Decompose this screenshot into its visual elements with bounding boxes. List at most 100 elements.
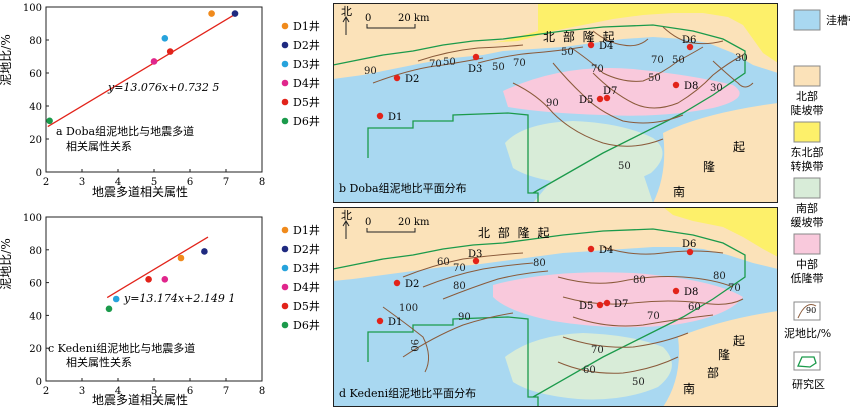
well-marker: [672, 287, 680, 295]
well-label: D5: [579, 301, 593, 312]
well-label: D4: [599, 245, 613, 256]
well-label: D7: [603, 86, 617, 97]
well-marker: [603, 299, 611, 307]
well-label: D8: [684, 81, 698, 92]
x-axis-label: 地震多道相关属性: [92, 185, 188, 199]
north-slope-zone: [333, 207, 778, 281]
contour-label: 100: [399, 303, 418, 314]
data-point: [177, 254, 185, 262]
well-label: D6: [682, 35, 696, 46]
y-tick-label: 20: [29, 135, 42, 146]
map-panel-b: 90 70 50 50 70 50 70 50 30 70 50 30 90 5…: [332, 3, 778, 203]
legend-label: 洼槽带: [826, 13, 850, 27]
contour-label: 70: [513, 58, 526, 69]
contour-label: 70: [728, 283, 741, 294]
contour-legend-swatch: [793, 301, 821, 321]
scale-bar: [366, 228, 416, 233]
contour-label: 60: [437, 257, 450, 268]
north-uplift: [333, 3, 538, 69]
contour-lines: [382, 246, 744, 374]
data-point: [161, 276, 169, 283]
x-tick-label: 5: [151, 386, 157, 397]
legend-label: D4井: [293, 76, 320, 90]
contour-legend-line: [797, 304, 817, 319]
contour-label: 80: [633, 275, 646, 286]
legend-swatch: [793, 121, 821, 143]
south-slope-zone: [505, 333, 672, 400]
well-label: D4: [599, 41, 613, 52]
south-uplift-char: 隆: [718, 347, 730, 362]
well-marker: [672, 81, 680, 89]
y-tick-label: 80: [29, 36, 42, 47]
legend-label: 中部: [796, 257, 818, 271]
contour-label: 70: [591, 64, 604, 75]
legend-label: D6井: [293, 114, 320, 128]
data-point: [105, 305, 113, 313]
legend-label: D5井: [293, 95, 320, 109]
equation-label: y=13.076x+0.732 5: [107, 81, 219, 94]
y-tick-label: 100: [23, 213, 42, 224]
well-marker: [686, 248, 694, 256]
x-tick-label: 4: [115, 177, 121, 188]
map-frame: [333, 207, 778, 407]
legend-label: 缓坡带: [791, 216, 824, 229]
well-marker: [472, 53, 480, 61]
y-tick-label: 0: [36, 168, 42, 179]
panel-label-line2: 相关属性关系: [66, 355, 132, 369]
legend-label: 北部: [796, 89, 818, 103]
contour-label: 60: [688, 302, 701, 313]
ne-transition-zone: [663, 207, 778, 257]
data-point: [161, 35, 169, 42]
legend-label: D1井: [293, 19, 320, 33]
legend-label: 南部: [796, 201, 818, 215]
map-frame: [333, 3, 778, 203]
contour-label: 50: [632, 377, 645, 388]
contour-legend-value: 90: [806, 306, 816, 315]
south-uplift-char: 起: [733, 140, 745, 154]
x-tick-label: 6: [187, 386, 193, 397]
kedeni-map: 60 70 80 80 100 90 90 80 70 60 80 70 70 …: [332, 207, 778, 407]
well-marker: [686, 43, 694, 51]
panel-label: c Kedeni组泥地比与地震多道: [48, 341, 195, 355]
contour-lines: [372, 26, 754, 147]
data-point: [166, 48, 174, 55]
contour-label: 50: [443, 57, 456, 68]
contour-label: 90: [364, 66, 377, 77]
well-label: D3: [468, 64, 482, 75]
data-point: [208, 10, 215, 17]
south-slope-lower: [533, 163, 653, 203]
south-uplift: [653, 103, 778, 203]
legend-marker: [281, 98, 289, 106]
south-uplift-char: 隆: [703, 159, 715, 174]
scale-end: 20 km: [398, 217, 430, 228]
legend-marker: [281, 321, 289, 329]
legend-label: D3井: [293, 261, 320, 275]
north-uplift-label: 北 部 隆 起: [543, 29, 616, 44]
x-tick-label: 8: [259, 386, 265, 397]
wells-layer: D1 D2 D3 D4 D5 D6 D7 D8: [376, 239, 698, 328]
study-area-icon: [797, 356, 817, 368]
scale-end: 20 km: [398, 13, 430, 24]
well-label: D1: [388, 112, 402, 123]
well-marker: [393, 74, 401, 82]
y-axis-label: 泥地比/%: [0, 238, 13, 289]
well-label: D1: [388, 317, 402, 328]
y-tick-label: 100: [23, 3, 42, 14]
legend-marker: [281, 283, 289, 291]
map-title: d Kedeni组泥地比平面分布: [339, 386, 476, 400]
legend-label: 东北部: [791, 145, 824, 159]
well-label: D7: [614, 299, 628, 310]
map-legend: 洼槽带北部陡坡带东北部转换带南部缓坡带中部低隆带 90 泥地比/% 研究区: [780, 0, 850, 408]
contour-label: 50: [672, 55, 685, 66]
legend-label: D1井: [293, 223, 320, 237]
x-tick-label: 2: [43, 177, 49, 188]
scale-start: 0: [365, 217, 371, 228]
legend-label: D6井: [293, 318, 320, 332]
legend-swatch: [793, 177, 821, 199]
scale-start: 0: [365, 13, 371, 24]
contour-label: 50: [492, 62, 505, 73]
legend-swatch: [793, 65, 821, 87]
well-marker: [587, 245, 595, 253]
fit-line: [47, 14, 234, 128]
study-area-boundary: [332, 228, 746, 407]
